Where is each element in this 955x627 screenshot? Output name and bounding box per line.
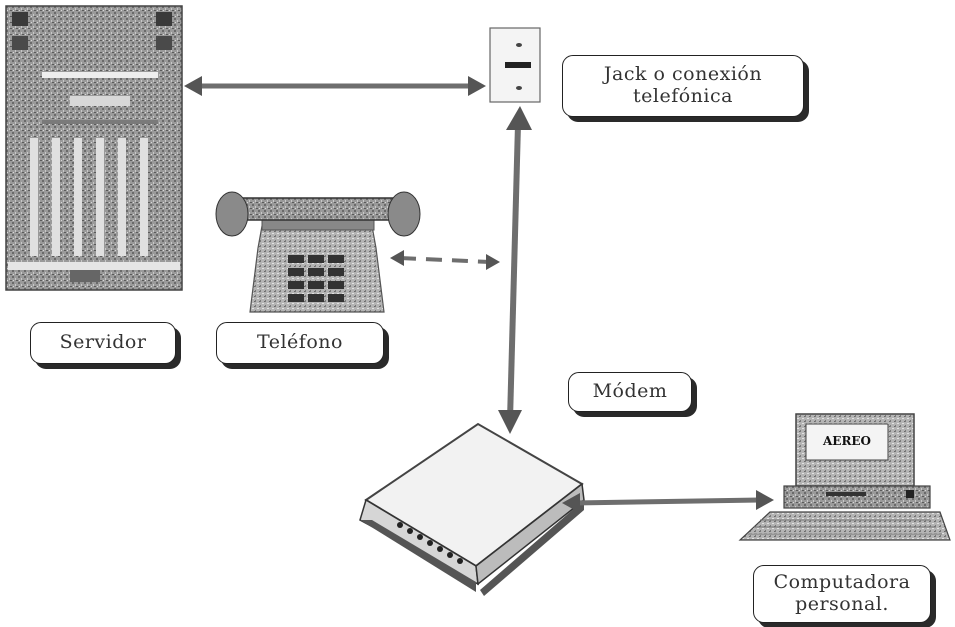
connection-server-jack [184, 76, 486, 96]
label-servidor: Servidor [30, 322, 176, 364]
modem-illustration [359, 422, 585, 596]
label-modem: Módem [568, 372, 692, 412]
telephone-illustration [215, 191, 421, 313]
computer-illustration [738, 413, 951, 541]
label-telefono: Teléfono [216, 322, 384, 364]
label-servidor-text: Servidor [59, 331, 147, 354]
label-jack: Jack o conexión telefónica [562, 55, 804, 117]
connection-jack-modem [498, 106, 532, 434]
label-jack-line1: Jack o conexión [603, 63, 763, 86]
connection-phone-line [390, 250, 500, 270]
label-computadora-line2: personal. [795, 593, 889, 615]
monitor-screen-text: AEREO [822, 434, 872, 448]
label-jack-line2: telefónica [633, 85, 733, 107]
wall-jack-illustration [489, 27, 541, 103]
server-illustration [5, 5, 183, 291]
label-telefono-text: Teléfono [257, 331, 343, 354]
connection-modem-computer [562, 490, 774, 513]
label-modem-text: Módem [592, 380, 668, 403]
label-computadora-line1: Computadora [773, 571, 911, 594]
label-computadora: Computadora personal. [753, 565, 931, 623]
